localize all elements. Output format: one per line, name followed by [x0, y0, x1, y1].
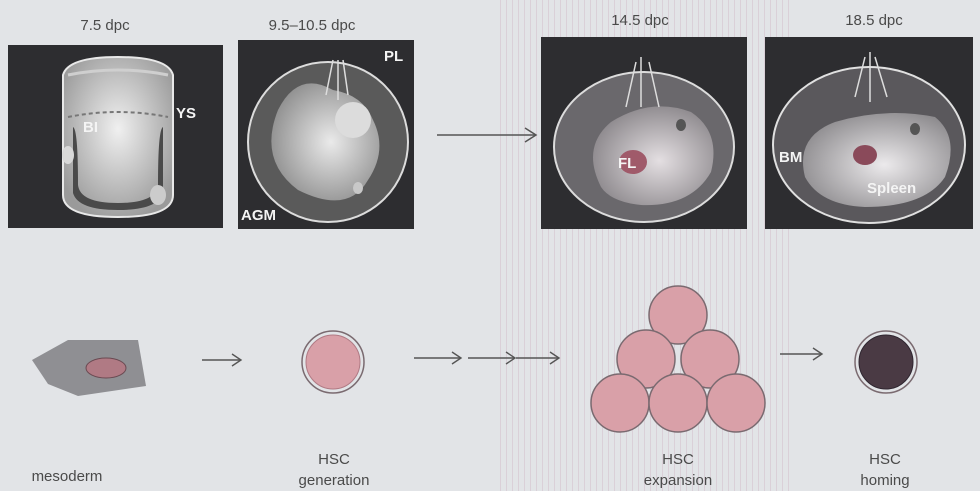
late-fetus-illustration	[765, 37, 973, 229]
hsc-generation-cell	[300, 329, 366, 400]
arrow-to-14-5	[435, 125, 540, 145]
label-mesoderm: mesoderm	[0, 466, 147, 487]
panel-7-5-dpc: BI YS	[8, 45, 223, 228]
hsc-homing-cell	[853, 329, 919, 400]
stage-label-9-5: 9.5–10.5 dpc	[232, 17, 392, 34]
label-agm: AGM	[241, 207, 276, 224]
hsc-expansion-cluster	[588, 283, 768, 443]
arrow-mesoderm-to-generation	[200, 350, 245, 370]
label-hsc-expansion-line2: expansion	[598, 470, 758, 491]
fetus-illustration	[541, 37, 747, 229]
label-pl: PL	[384, 48, 403, 65]
arrow-expansion-to-homing	[778, 344, 826, 364]
label-hsc-generation-line2: generation	[254, 470, 414, 491]
stage-label-18-5: 18.5 dpc	[794, 12, 954, 29]
label-fl: FL	[618, 155, 636, 172]
label-hsc-expansion: HSC expansion	[598, 449, 758, 491]
embryo-illustration	[238, 40, 414, 229]
label-hsc-generation: HSC generation	[254, 449, 414, 491]
label-hsc-homing-line1: HSC	[805, 449, 965, 470]
panel-14-5-dpc: FL	[541, 37, 747, 229]
label-hsc-homing-line2: homing	[805, 470, 965, 491]
label-bm: BM	[779, 149, 802, 166]
stage-label-7-5: 7.5 dpc	[25, 17, 185, 34]
arrow-generation-to-expansion	[412, 348, 562, 368]
label-ys: YS	[176, 105, 196, 122]
label-hsc-generation-line1: HSC	[254, 449, 414, 470]
mesoderm-cell	[28, 332, 150, 405]
label-hsc-homing: HSC homing	[805, 449, 965, 491]
conceptus-illustration	[8, 45, 223, 228]
label-bi: BI	[83, 119, 98, 136]
stage-label-14-5: 14.5 dpc	[560, 12, 720, 29]
label-hsc-expansion-line1: HSC	[598, 449, 758, 470]
panel-18-5-dpc: BM Spleen	[765, 37, 973, 229]
label-spleen: Spleen	[867, 180, 916, 197]
panel-9-5-dpc: PL AGM	[238, 40, 414, 229]
